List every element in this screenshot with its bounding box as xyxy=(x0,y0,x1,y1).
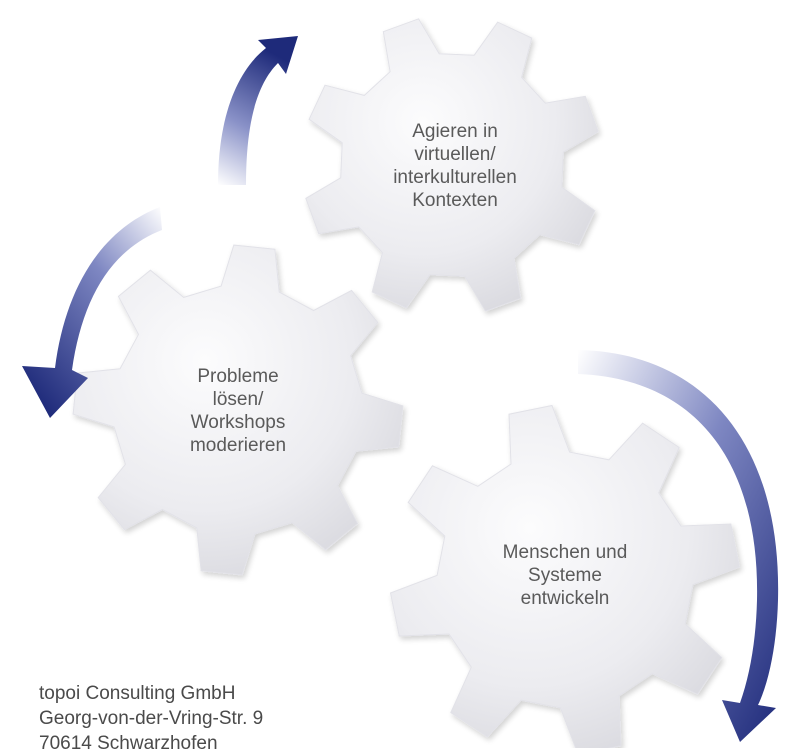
arrow-down-left-curved xyxy=(22,207,162,418)
gear-label-line: Systeme xyxy=(528,565,602,586)
gear-label-line: Workshops xyxy=(190,412,286,433)
gear-label-top: Agieren in virtuellen/ interkulturellen … xyxy=(345,120,565,212)
gear-label-line: Menschen und xyxy=(502,542,628,563)
gear-label-line: Kontexten xyxy=(412,190,498,211)
gear-label-line: entwickeln xyxy=(520,588,610,609)
gear-top xyxy=(305,18,599,312)
arrow-up-curved xyxy=(218,36,298,185)
gear-label-line: Probleme xyxy=(197,366,279,387)
gear-right xyxy=(389,404,741,748)
company-name: topoi Consulting GmbH xyxy=(39,683,236,704)
gear-label-right: Menschen und Systeme entwickeln xyxy=(470,541,660,610)
company-street: Georg-von-der-Vring-Str. 9 xyxy=(39,708,264,729)
gear-label-line: lösen/ xyxy=(212,389,264,410)
company-city: 70614 Schwarzhofen xyxy=(39,733,218,754)
gear-label-line: interkulturellen xyxy=(393,167,517,188)
gear-left xyxy=(72,244,404,576)
company-address: topoi Consulting GmbH Georg-von-der-Vrin… xyxy=(39,681,263,756)
arrow-down-right-curved xyxy=(578,350,779,742)
gear-label-left: Probleme lösen/ Workshops moderieren xyxy=(128,365,348,457)
gear-label-line: moderieren xyxy=(189,435,287,456)
gear-label-line: Agieren in xyxy=(412,121,498,142)
gear-label-line: virtuellen/ xyxy=(414,144,496,165)
